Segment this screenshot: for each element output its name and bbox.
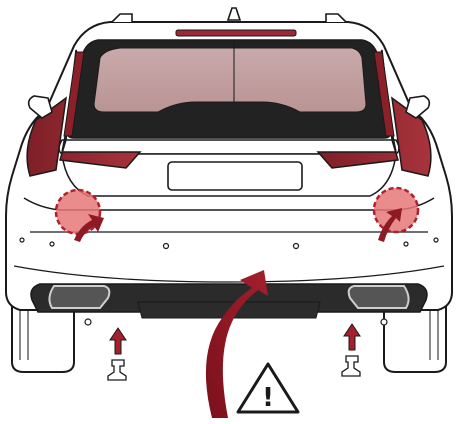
right-mount-bolt xyxy=(342,324,360,376)
right-exhaust xyxy=(349,286,409,308)
parking-sensor xyxy=(164,244,169,249)
rear-window-glass xyxy=(94,48,366,112)
left-mirror xyxy=(29,96,52,118)
left-bolt-icon xyxy=(108,360,126,380)
left-exhaust xyxy=(49,286,109,308)
parking-sensor xyxy=(50,242,54,246)
roof-rail-right xyxy=(326,14,346,22)
parking-sensor xyxy=(294,244,299,249)
parking-sensor xyxy=(434,238,438,242)
right-mount-hole xyxy=(381,319,387,325)
warning-triangle-icon: ! xyxy=(238,364,298,413)
parking-sensor xyxy=(404,242,408,246)
right-up-arrow xyxy=(344,324,360,350)
left-mount-hole xyxy=(85,319,91,325)
parking-sensor xyxy=(20,238,24,242)
high-brake-light xyxy=(176,30,296,36)
left-up-arrow xyxy=(110,328,126,354)
roof-antenna xyxy=(228,8,240,20)
right-mirror xyxy=(406,96,429,118)
license-plate-recess xyxy=(168,162,302,190)
warning-glyph: ! xyxy=(262,383,274,413)
roof-rail-left xyxy=(112,14,132,22)
right-bolt-icon xyxy=(342,356,360,376)
left-mount-bolt xyxy=(108,328,126,380)
